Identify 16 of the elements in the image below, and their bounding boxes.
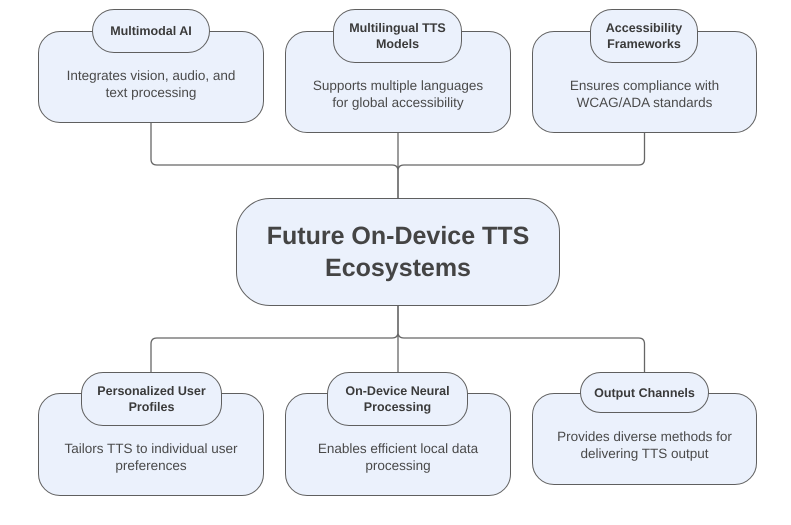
card-title: Output Channels <box>580 372 709 413</box>
card-title: On-Device Neural Processing <box>327 372 468 426</box>
connector-line <box>397 306 646 372</box>
central-title: Future On-Device TTS Ecosystems <box>266 221 530 284</box>
card-description: Enables efficient local data processing <box>316 440 480 474</box>
central-topic-node <box>236 198 560 306</box>
card-description: Provides diverse methods for delivering TTS output <box>556 428 733 462</box>
card-title: Multimodal AI <box>92 9 210 53</box>
card-description: Integrates vision, audio, and text processing <box>66 67 236 101</box>
card-title: Personalized User Profiles <box>81 372 222 426</box>
card-description: Ensures compliance with WCAG/ADA standards <box>568 77 720 111</box>
card-title: Multilingual TTS Models <box>333 9 462 63</box>
card-description: Supports multiple languages for global accessibility <box>312 77 484 111</box>
connector-line <box>397 133 646 198</box>
card-title: Accessibility Frameworks <box>590 9 698 63</box>
card-description: Tailors TTS to individual user preferences <box>63 440 239 474</box>
